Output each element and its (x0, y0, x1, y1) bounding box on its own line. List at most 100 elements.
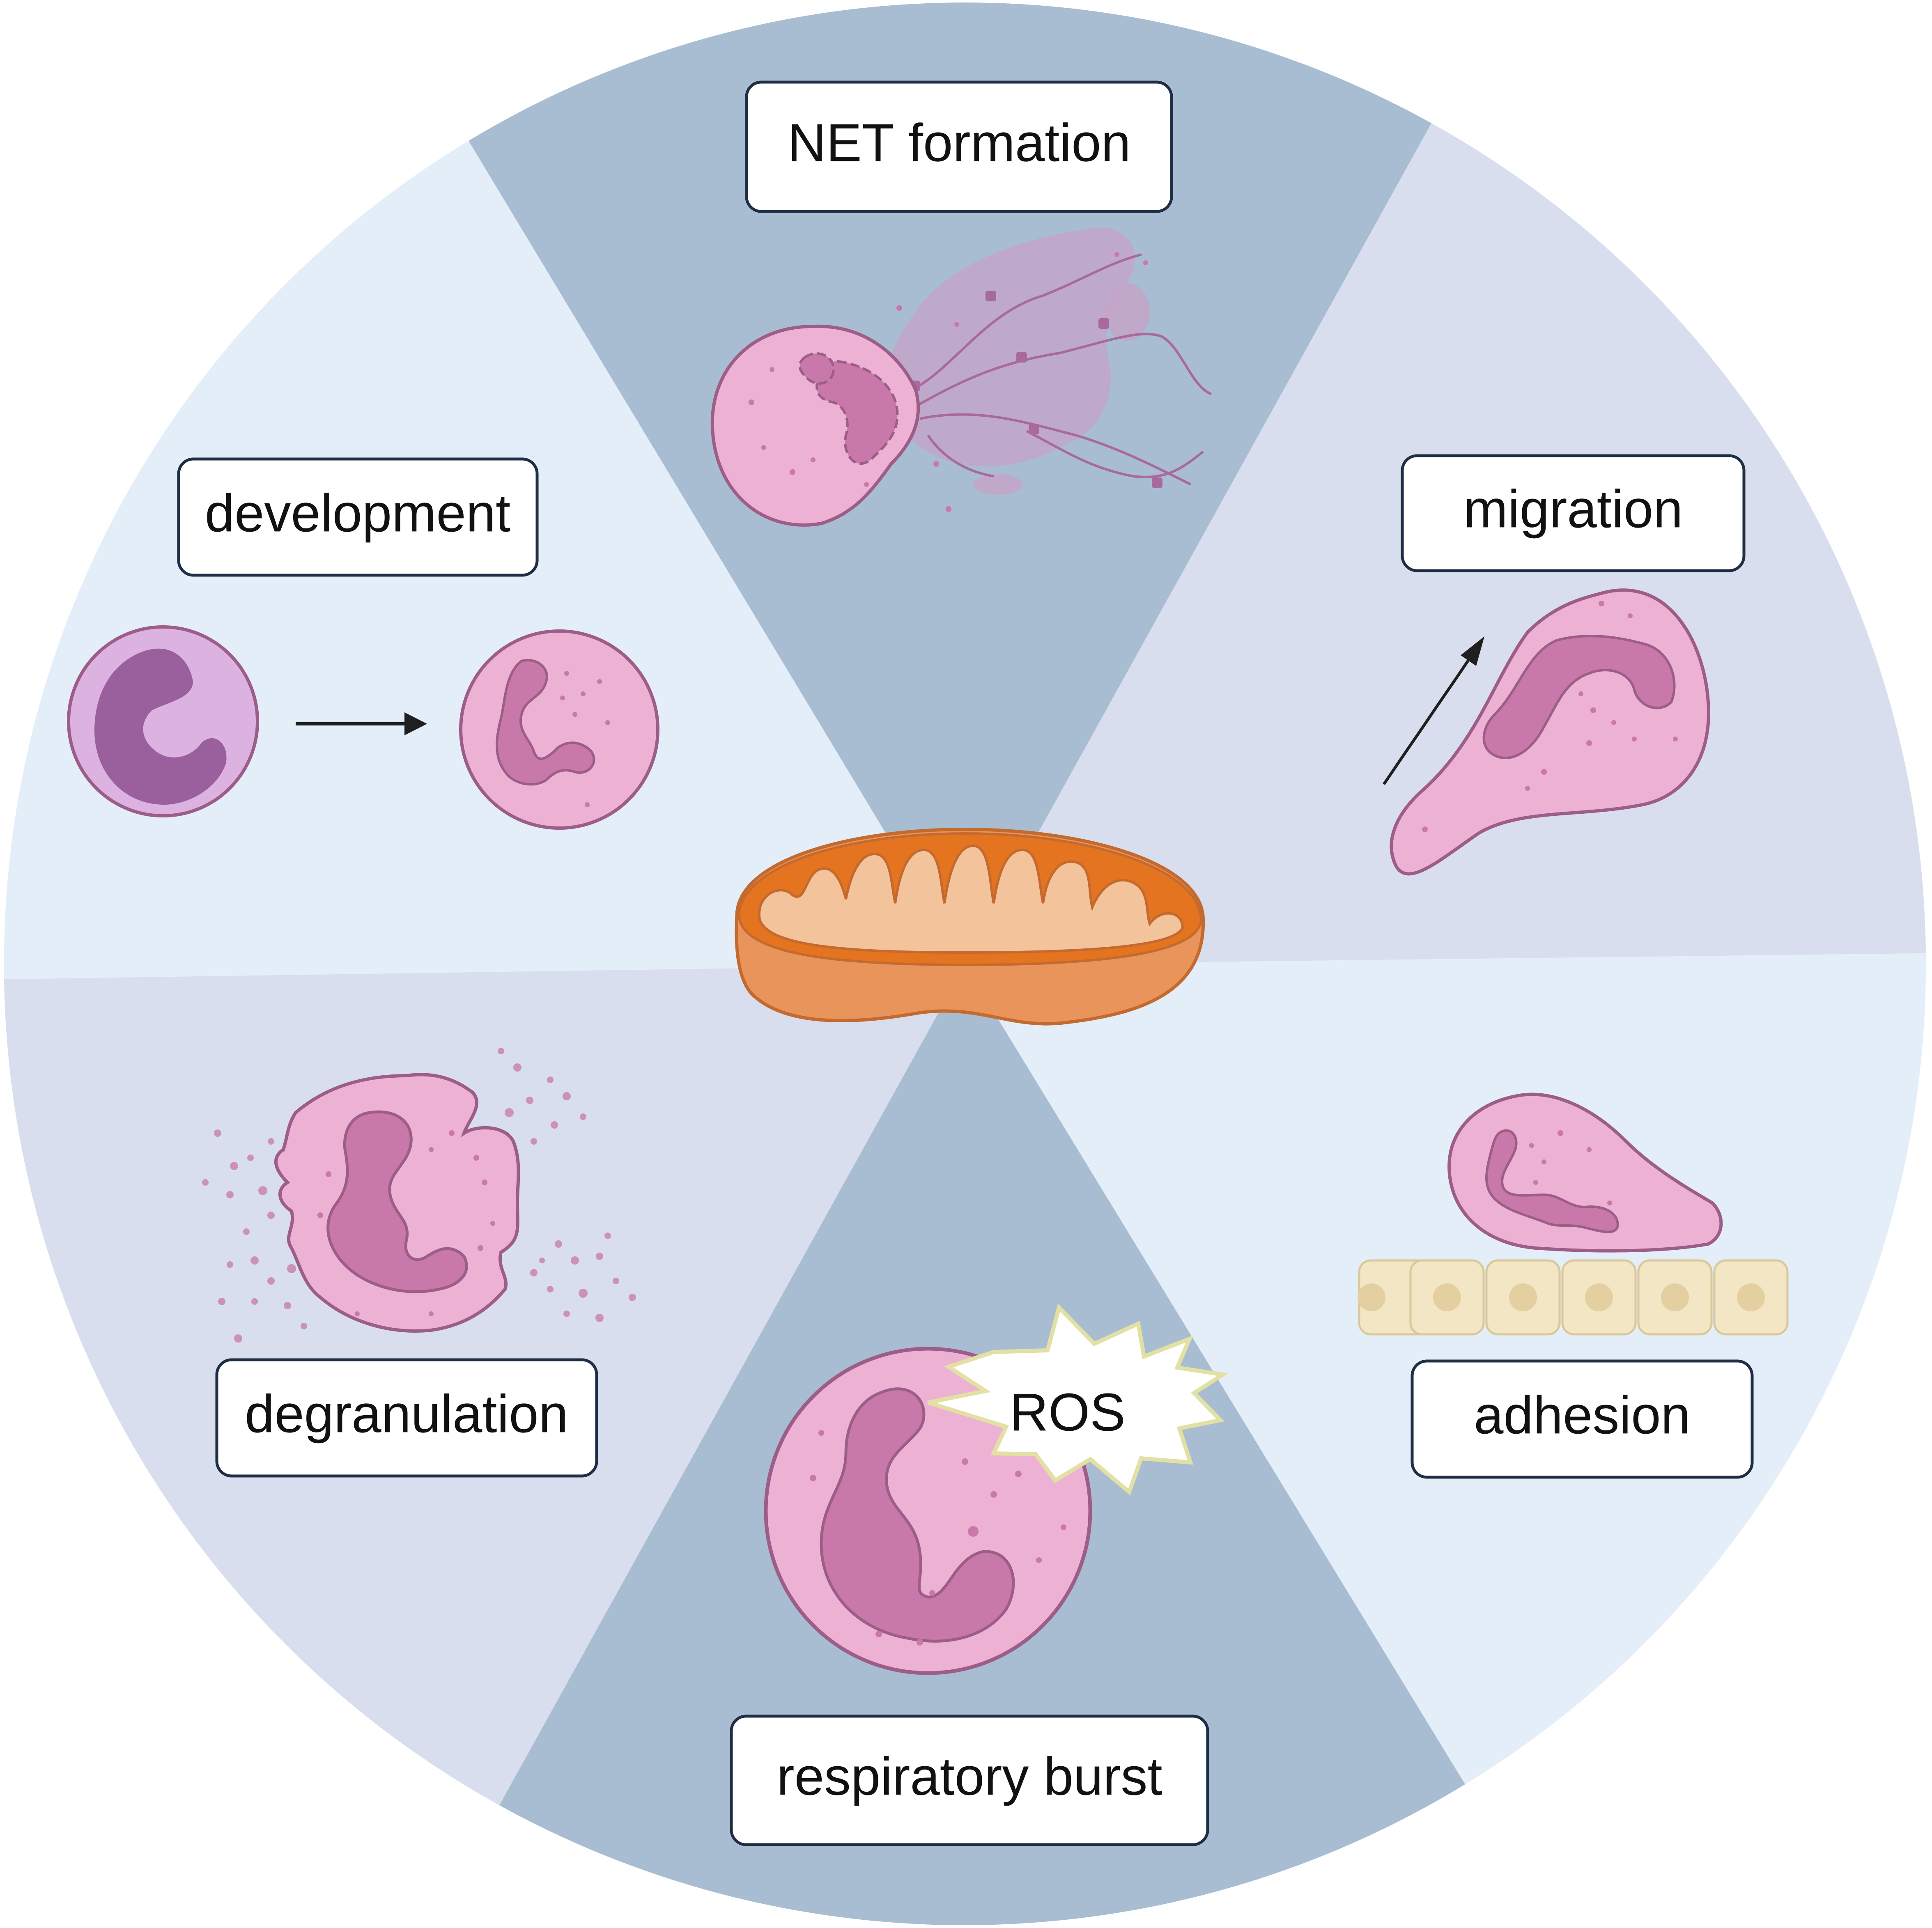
granule (1143, 260, 1148, 265)
granule (498, 1048, 504, 1054)
degranulation-illustration (202, 1048, 636, 1343)
granule (581, 691, 586, 696)
granule (234, 1334, 242, 1343)
granule (875, 1631, 882, 1637)
label-box (730, 1715, 1209, 1846)
granule (531, 1138, 537, 1145)
granule (355, 1311, 360, 1316)
granule (258, 1186, 267, 1195)
net-granules (749, 252, 1148, 512)
label-migration: migration (1401, 454, 1746, 572)
granule (429, 1147, 434, 1152)
granule (1422, 826, 1428, 832)
burst-nucleus (820, 1387, 1015, 1643)
label-development-text: development (205, 483, 510, 543)
granule (605, 720, 610, 725)
migration-granules (1422, 601, 1678, 832)
granule (1590, 707, 1596, 713)
net-dna-strands (911, 253, 1212, 486)
granule (968, 1526, 979, 1537)
granule (563, 1092, 571, 1100)
granule (572, 712, 577, 717)
released-granules (202, 1048, 636, 1343)
granule (563, 1311, 570, 1317)
granule (933, 461, 939, 467)
granule (513, 1063, 521, 1072)
granule (230, 1162, 238, 1170)
label-net-formation: NET formation (745, 80, 1173, 213)
granule (227, 1261, 233, 1268)
granule (579, 1289, 588, 1298)
granule (811, 457, 816, 462)
net-cloud-blob (1105, 283, 1150, 341)
precursor-nucleus (94, 648, 227, 805)
granule (770, 367, 774, 372)
respiratory-burst-illustration: ROS (764, 1304, 1229, 1675)
granule (1529, 1143, 1534, 1148)
net-histone (1029, 424, 1039, 434)
net-nucleus-lobe (798, 352, 835, 385)
adhesion-nucleus (1485, 1129, 1620, 1233)
granule (1061, 1524, 1066, 1530)
granule (1570, 663, 1575, 668)
granule (1036, 1557, 1042, 1563)
granule (526, 1097, 533, 1104)
endothelial-nuclei (1358, 1283, 1765, 1311)
granule (539, 1258, 545, 1263)
granule (473, 1155, 479, 1161)
granule (226, 1191, 234, 1198)
granule (1599, 601, 1604, 606)
granule (1586, 740, 1592, 746)
net-dna-strand (915, 333, 1212, 408)
granule (1587, 1147, 1592, 1152)
adhesion-illustration (1358, 1093, 1789, 1336)
granule (571, 1256, 579, 1265)
granule (917, 1639, 923, 1646)
net-histone (1098, 318, 1109, 329)
granule (326, 1171, 331, 1177)
endothelial-nucleus (1433, 1283, 1461, 1311)
ros-starburst (927, 1304, 1229, 1496)
granule (530, 1269, 538, 1276)
label-development: development (177, 457, 539, 577)
granule (962, 1458, 968, 1465)
net-dna-strand (911, 253, 1142, 391)
development-illustration (67, 625, 659, 830)
net-cloud-blob (973, 474, 1022, 495)
migration-arrow-head (1461, 636, 1484, 666)
granule (1525, 786, 1530, 791)
ros-label: ROS (1010, 1382, 1126, 1442)
granule (551, 1121, 558, 1129)
label-box (177, 457, 539, 577)
endothelial-nucleus (1737, 1283, 1765, 1311)
granule (596, 1253, 603, 1260)
granule (301, 1323, 307, 1329)
label-box (1411, 1359, 1754, 1479)
net-cloud (886, 227, 1135, 467)
net-histone (1152, 477, 1162, 488)
endothelial-nucleus (1509, 1283, 1537, 1311)
granule (896, 305, 902, 311)
granule (1541, 769, 1547, 775)
granule (478, 1245, 483, 1251)
granule (1632, 737, 1637, 741)
granule (855, 1582, 861, 1588)
sector-net-formation (469, 2, 1431, 965)
granule (1533, 1180, 1538, 1185)
granule (268, 1138, 274, 1145)
adhesion-granules (1529, 1130, 1612, 1205)
burst-granules (810, 1430, 1066, 1646)
degranulation-granules (317, 1130, 495, 1316)
label-migration-text: migration (1463, 479, 1683, 539)
granule (429, 1311, 434, 1316)
mature-neutrophil-cell (459, 629, 659, 830)
development-arrow-head (404, 712, 427, 735)
granule (818, 1430, 824, 1436)
granule (761, 445, 766, 450)
granule (1673, 737, 1678, 741)
label-box (1401, 454, 1746, 572)
label-degranulation-text: degranulation (245, 1384, 568, 1444)
degranulation-nucleus (326, 1110, 468, 1293)
granule (597, 679, 602, 684)
